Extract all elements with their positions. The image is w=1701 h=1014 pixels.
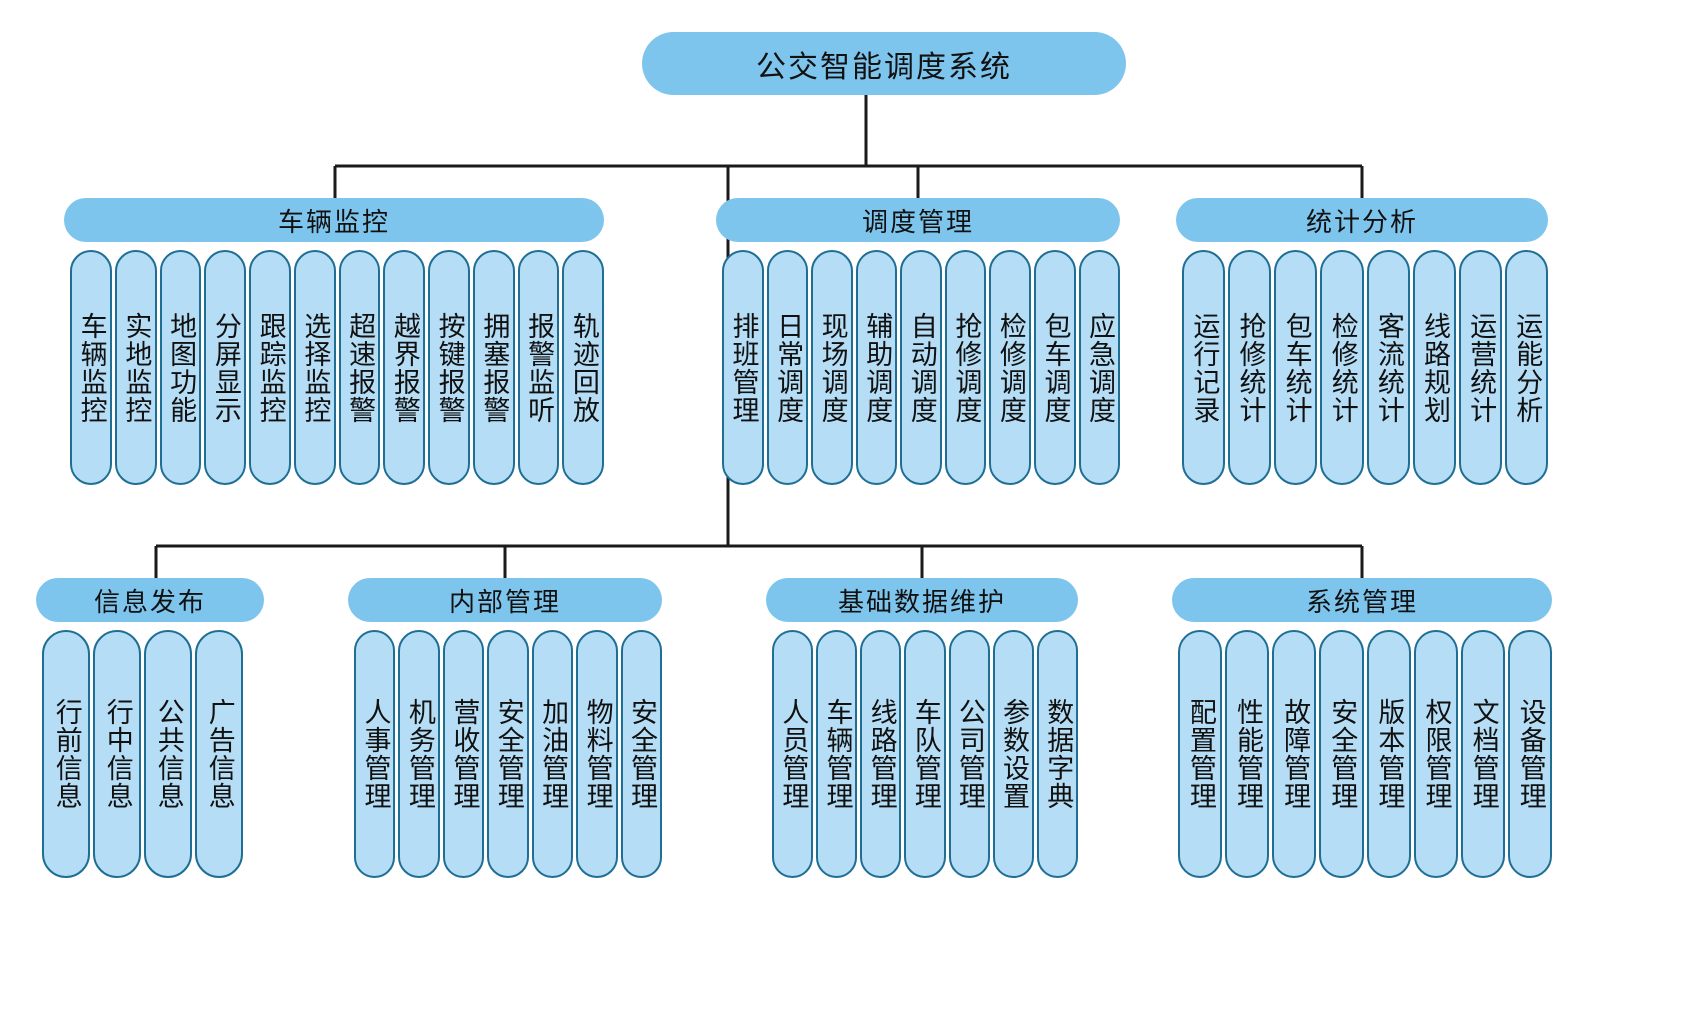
leaf-node[interactable]: 跟踪监控 (249, 250, 291, 485)
leaf-node[interactable]: 故障管理 (1272, 630, 1317, 878)
group-base-data-maintenance: 基础数据维护 人员管理 车辆管理 线路管理 车队管理 公司管理 参数设置 数据字… (766, 578, 1078, 878)
leaf-node[interactable]: 人事管理 (354, 630, 396, 878)
group-header-system-management[interactable]: 系统管理 (1172, 578, 1552, 622)
leaf-node[interactable]: 人员管理 (772, 630, 814, 878)
group-label: 调度管理 (861, 206, 974, 237)
group-label: 车辆监控 (277, 206, 390, 237)
leaf-node[interactable]: 设备管理 (1507, 630, 1552, 878)
leaf-node[interactable]: 地图功能 (159, 250, 202, 485)
leaf-node[interactable]: 拥塞报警 (472, 250, 515, 485)
leaf-node[interactable]: 行中信息 (93, 630, 141, 878)
leaf-node[interactable]: 检修调度 (989, 250, 1031, 485)
leaf-node[interactable]: 安全管理 (620, 630, 662, 878)
leaf-node[interactable]: 排班管理 (722, 250, 764, 485)
leaf-node[interactable]: 配置管理 (1178, 630, 1223, 878)
leaf-node[interactable]: 日常调度 (766, 250, 809, 485)
leaf-node[interactable]: 车队管理 (904, 630, 946, 878)
leaf-node[interactable]: 实地监控 (114, 250, 157, 485)
leaf-node[interactable]: 应急调度 (1078, 250, 1121, 485)
leaf-row: 行前信息 行中信息 公共信息 广告信息 (36, 630, 264, 878)
group-information-release: 信息发布 行前信息 行中信息 公共信息 广告信息 (36, 578, 264, 878)
leaf-node[interactable]: 广告信息 (195, 630, 243, 878)
group-label: 基础数据维护 (837, 586, 1006, 617)
leaf-node[interactable]: 数据字典 (1036, 630, 1078, 878)
leaf-node[interactable]: 抢修统计 (1228, 250, 1272, 485)
leaf-node[interactable]: 安全管理 (487, 630, 529, 878)
leaf-node[interactable]: 车辆管理 (816, 630, 858, 878)
leaf-node[interactable]: 客流统计 (1366, 250, 1410, 485)
group-header-vehicle-monitoring[interactable]: 车辆监控 (64, 198, 604, 242)
leaf-row: 排班管理 日常调度 现场调度 辅助调度 自动调度 抢修调度 检修调度 包车调度 … (716, 250, 1121, 485)
group-header-base-data-maintenance[interactable]: 基础数据维护 (766, 578, 1078, 622)
leaf-node[interactable]: 分屏显示 (204, 250, 246, 485)
group-dispatch-management: 调度管理 排班管理 日常调度 现场调度 辅助调度 自动调度 抢修调度 检修调度 … (716, 198, 1121, 485)
leaf-node[interactable]: 性能管理 (1225, 630, 1270, 878)
leaf-node[interactable]: 选择监控 (293, 250, 336, 485)
root-node-label: 公交智能调度系统 (756, 50, 1012, 84)
leaf-row: 人员管理 车辆管理 线路管理 车队管理 公司管理 参数设置 数据字典 (766, 630, 1078, 878)
group-label: 系统管理 (1305, 586, 1418, 617)
group-label: 统计分析 (1305, 206, 1418, 237)
leaf-node[interactable]: 机务管理 (398, 630, 440, 878)
leaf-row: 车辆监控 实地监控 地图功能 分屏显示 跟踪监控 选择监控 超速报警 越界报警 … (64, 250, 604, 485)
leaf-node[interactable]: 报警监听 (517, 250, 560, 485)
leaf-node[interactable]: 车辆监控 (70, 250, 112, 485)
leaf-node[interactable]: 自动调度 (900, 250, 942, 485)
leaf-row: 配置管理 性能管理 故障管理 安全管理 版本管理 权限管理 文档管理 设备管理 (1172, 630, 1552, 878)
group-header-dispatch-management[interactable]: 调度管理 (716, 198, 1120, 242)
leaf-node[interactable]: 加油管理 (531, 630, 574, 878)
leaf-node[interactable]: 线路规划 (1412, 250, 1456, 485)
leaf-node[interactable]: 轨迹回放 (562, 250, 604, 485)
leaf-node[interactable]: 现场调度 (811, 250, 853, 485)
group-header-information-release[interactable]: 信息发布 (36, 578, 264, 622)
group-statistical-analysis: 统计分析 运行记录 抢修统计 包车统计 检修统计 客流统计 线路规划 运营统计 … (1176, 198, 1548, 485)
group-internal-management: 内部管理 人事管理 机务管理 营收管理 安全管理 加油管理 物料管理 安全管理 (348, 578, 662, 878)
leaf-node[interactable]: 文档管理 (1460, 630, 1505, 878)
leaf-node[interactable]: 辅助调度 (855, 250, 898, 485)
group-header-statistical-analysis[interactable]: 统计分析 (1176, 198, 1548, 242)
leaf-node[interactable]: 参数设置 (992, 630, 1034, 878)
leaf-node[interactable]: 按键报警 (428, 250, 470, 485)
group-vehicle-monitoring: 车辆监控 车辆监控 实地监控 地图功能 分屏显示 跟踪监控 选择监控 超速报警 … (64, 198, 604, 485)
leaf-node[interactable]: 公共信息 (144, 630, 192, 878)
leaf-node[interactable]: 运能分析 (1504, 250, 1548, 485)
leaf-node[interactable]: 检修统计 (1320, 250, 1364, 485)
root-node[interactable]: 公交智能调度系统 (642, 32, 1126, 95)
leaf-node[interactable]: 公司管理 (948, 630, 990, 878)
leaf-node[interactable]: 超速报警 (338, 250, 381, 485)
leaf-row: 运行记录 抢修统计 包车统计 检修统计 客流统计 线路规划 运营统计 运能分析 (1176, 250, 1548, 485)
leaf-node[interactable]: 抢修调度 (944, 250, 987, 485)
group-header-internal-management[interactable]: 内部管理 (348, 578, 662, 622)
group-label: 内部管理 (448, 586, 561, 617)
leaf-node[interactable]: 版本管理 (1366, 630, 1411, 878)
leaf-node[interactable]: 运营统计 (1458, 250, 1502, 485)
leaf-node[interactable]: 包车调度 (1033, 250, 1076, 485)
leaf-node[interactable]: 物料管理 (576, 630, 618, 878)
group-system-management: 系统管理 配置管理 性能管理 故障管理 安全管理 版本管理 权限管理 文档管理 … (1172, 578, 1552, 878)
leaf-node[interactable]: 行前信息 (42, 630, 90, 878)
leaf-node[interactable]: 包车统计 (1274, 250, 1318, 485)
leaf-node[interactable]: 权限管理 (1413, 630, 1458, 878)
leaf-node[interactable]: 安全管理 (1319, 630, 1364, 878)
leaf-node[interactable]: 运行记录 (1182, 250, 1226, 485)
leaf-node[interactable]: 营收管理 (442, 630, 485, 878)
leaf-node[interactable]: 越界报警 (383, 250, 425, 485)
leaf-node[interactable]: 线路管理 (860, 630, 902, 878)
leaf-row: 人事管理 机务管理 营收管理 安全管理 加油管理 物料管理 安全管理 (348, 630, 662, 878)
group-label: 信息发布 (93, 586, 206, 617)
